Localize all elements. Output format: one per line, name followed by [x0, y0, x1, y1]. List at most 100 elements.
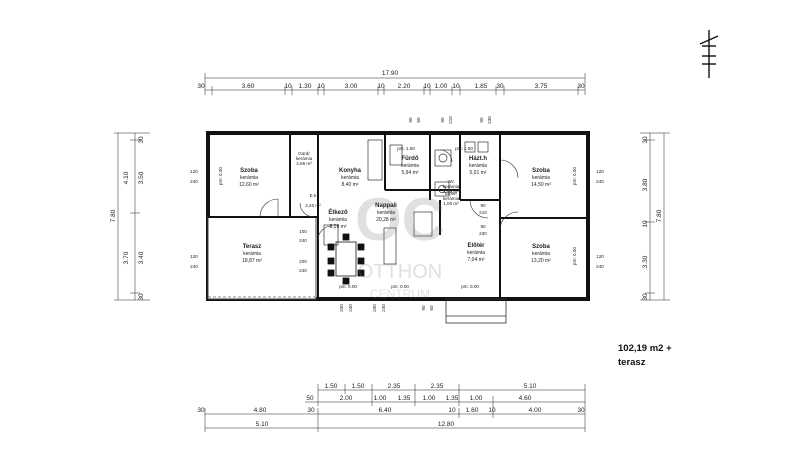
door-swings: [259, 149, 519, 241]
window-size-label: 90: [479, 117, 484, 123]
total-area-label: 102,19 m2 + terasz: [618, 342, 672, 370]
room-floor-wc: kerámia: [443, 184, 460, 189]
level-label: pm: 0.00: [339, 284, 357, 289]
dim-bottom-segment: 2.35: [388, 383, 401, 390]
dim-top-segment: 1.85: [475, 83, 488, 90]
room-area-terasz: 18,87 m²: [242, 258, 262, 264]
dim-bottom-segment: 50: [306, 395, 314, 402]
dim-top-segment: 3.00: [345, 83, 358, 90]
level-label: pm: 0.00: [572, 167, 577, 185]
dim-top-segment: 30: [197, 83, 205, 90]
north-arrow-icon: [699, 30, 719, 78]
window-size-label: 90: [408, 117, 413, 123]
room-floor-haztb: kerámia: [469, 163, 487, 169]
svg-text:OTTHON: OTTHON: [358, 261, 442, 283]
dim-right-d: 30: [642, 136, 649, 144]
dim-bottom-segment: 30: [577, 407, 585, 414]
dim-right-b: 3.30: [642, 255, 649, 268]
dim-bottom-segment: 1.00: [470, 395, 483, 402]
window-size-label: 240: [299, 268, 307, 273]
level-label: pm: 1.50: [455, 146, 473, 151]
dim-right-a: 3.80: [642, 178, 649, 191]
room-area-szoba1: 12,60 m²: [239, 182, 259, 188]
window-size-label: 230: [479, 231, 487, 236]
dim-bottom-segment: 2.00: [340, 395, 353, 402]
room-area-nappali: 20,28 m²: [376, 217, 396, 223]
room-name-szoba1: Szoba: [240, 168, 258, 174]
dim-top-segment: 10: [284, 83, 292, 90]
dim-bottom-segment: 1.35: [398, 395, 411, 402]
level-label: pm: 0.00: [218, 167, 223, 185]
window-size-label: 240: [190, 179, 198, 184]
window-size-label: 90: [480, 224, 486, 229]
room-name-nappali: Nappali: [375, 203, 397, 209]
dim-bottom-segment: 1.60: [466, 407, 479, 414]
room-area-etkezo: 8,09 m²: [330, 224, 347, 230]
dim-top-segment: 2.20: [398, 83, 411, 90]
window-size-label: 100: [299, 229, 307, 234]
level-label: pm: 0.00: [391, 284, 409, 289]
room-area-furdo: 5,94 m²: [402, 170, 419, 176]
dim-left-f: 30: [138, 293, 145, 301]
room-area-eloter2: 1,00 m²: [443, 201, 459, 206]
svg-text:CENTRUM: CENTRUM: [370, 287, 430, 301]
room-name-furdo: Fürdő: [402, 156, 419, 162]
window-size-label: 120: [596, 254, 604, 259]
window-size-label: 120: [190, 169, 198, 174]
dim-bottom-segment: 1.50: [325, 383, 338, 390]
room-floor-nappali: kerámia: [377, 210, 395, 216]
room-floor-etkezo: kerámia: [329, 217, 347, 223]
dim-bottom-segment: 4.80: [254, 407, 267, 414]
room-name-szoba2: Szoba: [532, 168, 550, 174]
living-furniture: [383, 211, 433, 265]
room-name-eloter: Előtér: [467, 243, 485, 249]
dim-bottom-segment: 1.00: [423, 395, 436, 402]
dim-bottom-segment: 1.50: [352, 383, 365, 390]
dim-bottom-segment: 10: [488, 407, 496, 414]
room-name-ea: E.k: [310, 193, 317, 198]
entrance-canopy: [445, 298, 507, 324]
window-size-label: 200: [372, 304, 377, 312]
dim-bottom-segment: 4.00: [529, 407, 542, 414]
dim-top-segment: 30: [496, 83, 504, 90]
dining-table: [327, 233, 365, 285]
room-area-wc: 1,60 m²: [443, 189, 459, 194]
room-area-szoba2: 14,50 m²: [531, 182, 551, 188]
room-area-ea: 2,40 m²: [305, 203, 321, 208]
dim-bottom-segment: 30: [307, 407, 315, 414]
window-size-label: 120: [596, 169, 604, 174]
window-size-label: 230: [487, 116, 492, 124]
room-name-konyha: Konyha: [339, 168, 362, 174]
dim-bottom-segment: 1.00: [374, 395, 387, 402]
level-label: pm: 0.00: [461, 284, 479, 289]
room-floor-gardr: kerámia: [296, 156, 313, 161]
room-name-wc: Wc: [448, 179, 455, 184]
dimension-lines-top: [204, 73, 586, 95]
window-size-label: 90: [421, 305, 426, 311]
dim-right-e: 30: [642, 293, 649, 301]
dim-right-c: 10: [642, 220, 649, 228]
room-area-haztb: 5,01 m²: [470, 170, 487, 176]
dim-left-a: 4.10: [123, 171, 130, 184]
level-labels: pm: 0.00 pm: 0.00 pm: 0.00 pm: 0.00 pm: 0.00…: [218, 146, 577, 289]
level-label: pm: 0.00: [572, 247, 577, 265]
window-size-label: 90: [480, 203, 486, 208]
window-size-label: 240: [190, 264, 198, 269]
window-size-label: 240: [381, 304, 386, 312]
dim-bottom-total: 12.80: [438, 421, 455, 428]
dim-left-total: 7.80: [110, 209, 117, 222]
window-size-label: 210: [479, 210, 487, 215]
room-floor-szoba1: kerámia: [240, 175, 258, 181]
dim-left-b: 3.50: [138, 171, 145, 184]
dimension-lines-left: [114, 132, 150, 301]
room-floor-eloter: kerámia: [467, 250, 485, 256]
dim-bottom-segment: 10: [448, 407, 456, 414]
dim-top-segment: 10: [452, 83, 460, 90]
room-name-eloter2: Előtér: [445, 191, 457, 196]
room-name-etkezo: Étkező: [328, 208, 348, 216]
